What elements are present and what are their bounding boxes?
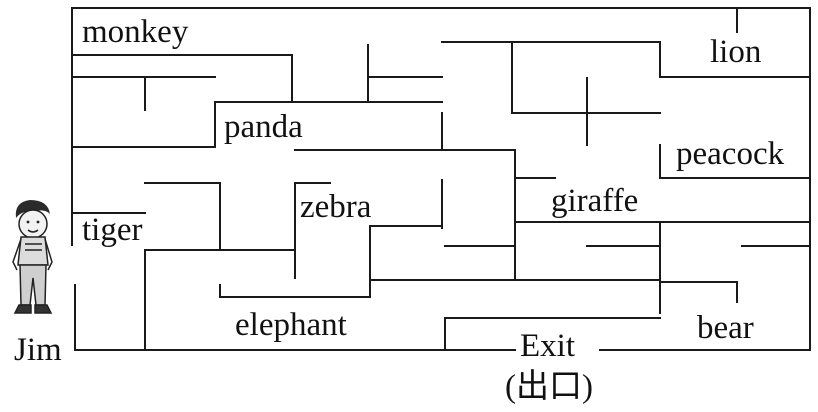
label-giraffe: giraffe [551,183,638,219]
label-elephant: elephant [235,307,347,343]
label-bear: bear [697,310,754,346]
start-label-jim: Jim [14,332,62,368]
label-panda: panda [224,109,303,145]
maze-outer-walls [71,7,811,351]
label-zebra: zebra [300,189,372,225]
exit-chinese-label: (出口) [505,368,593,405]
label-peacock: peacock [676,136,785,172]
maze-inner-walls [71,7,811,351]
animal-labels: monkey lion panda peacock giraffe zebra … [82,14,785,346]
label-monkey: monkey [82,14,189,50]
exit-label: Exit [520,328,575,364]
label-tiger: tiger [82,212,142,248]
boy-figure [12,200,53,314]
label-lion: lion [710,34,761,70]
